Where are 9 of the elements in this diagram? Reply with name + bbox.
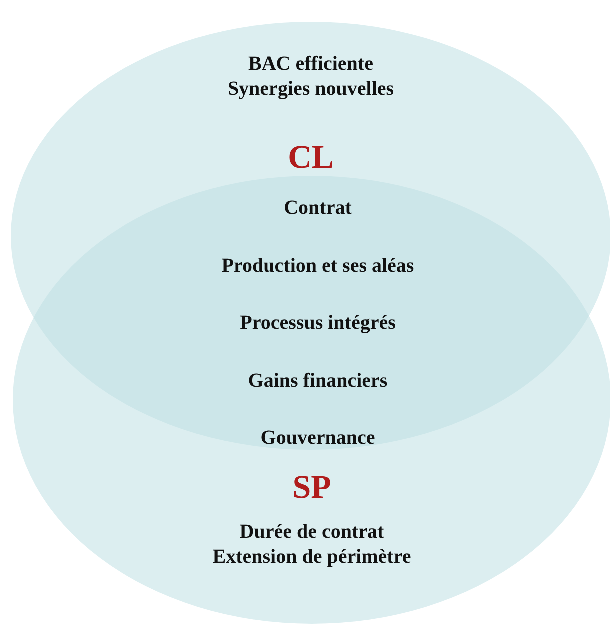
ellipse-text: BAC efficiente Synergies nouvelles xyxy=(226,52,396,102)
overlap-item: Processus intégrés xyxy=(239,311,397,335)
ellipse-text: Durée de contrat Extension de périmètre xyxy=(212,520,412,570)
set-label: SP xyxy=(292,470,332,506)
set-label: CL xyxy=(287,140,335,176)
overlap-item: Contrat xyxy=(283,196,353,220)
overlap-item: Gains financiers xyxy=(247,368,389,392)
overlap-item: Gouvernance xyxy=(260,426,376,450)
overlap-item: Production et ses aléas xyxy=(220,254,416,278)
